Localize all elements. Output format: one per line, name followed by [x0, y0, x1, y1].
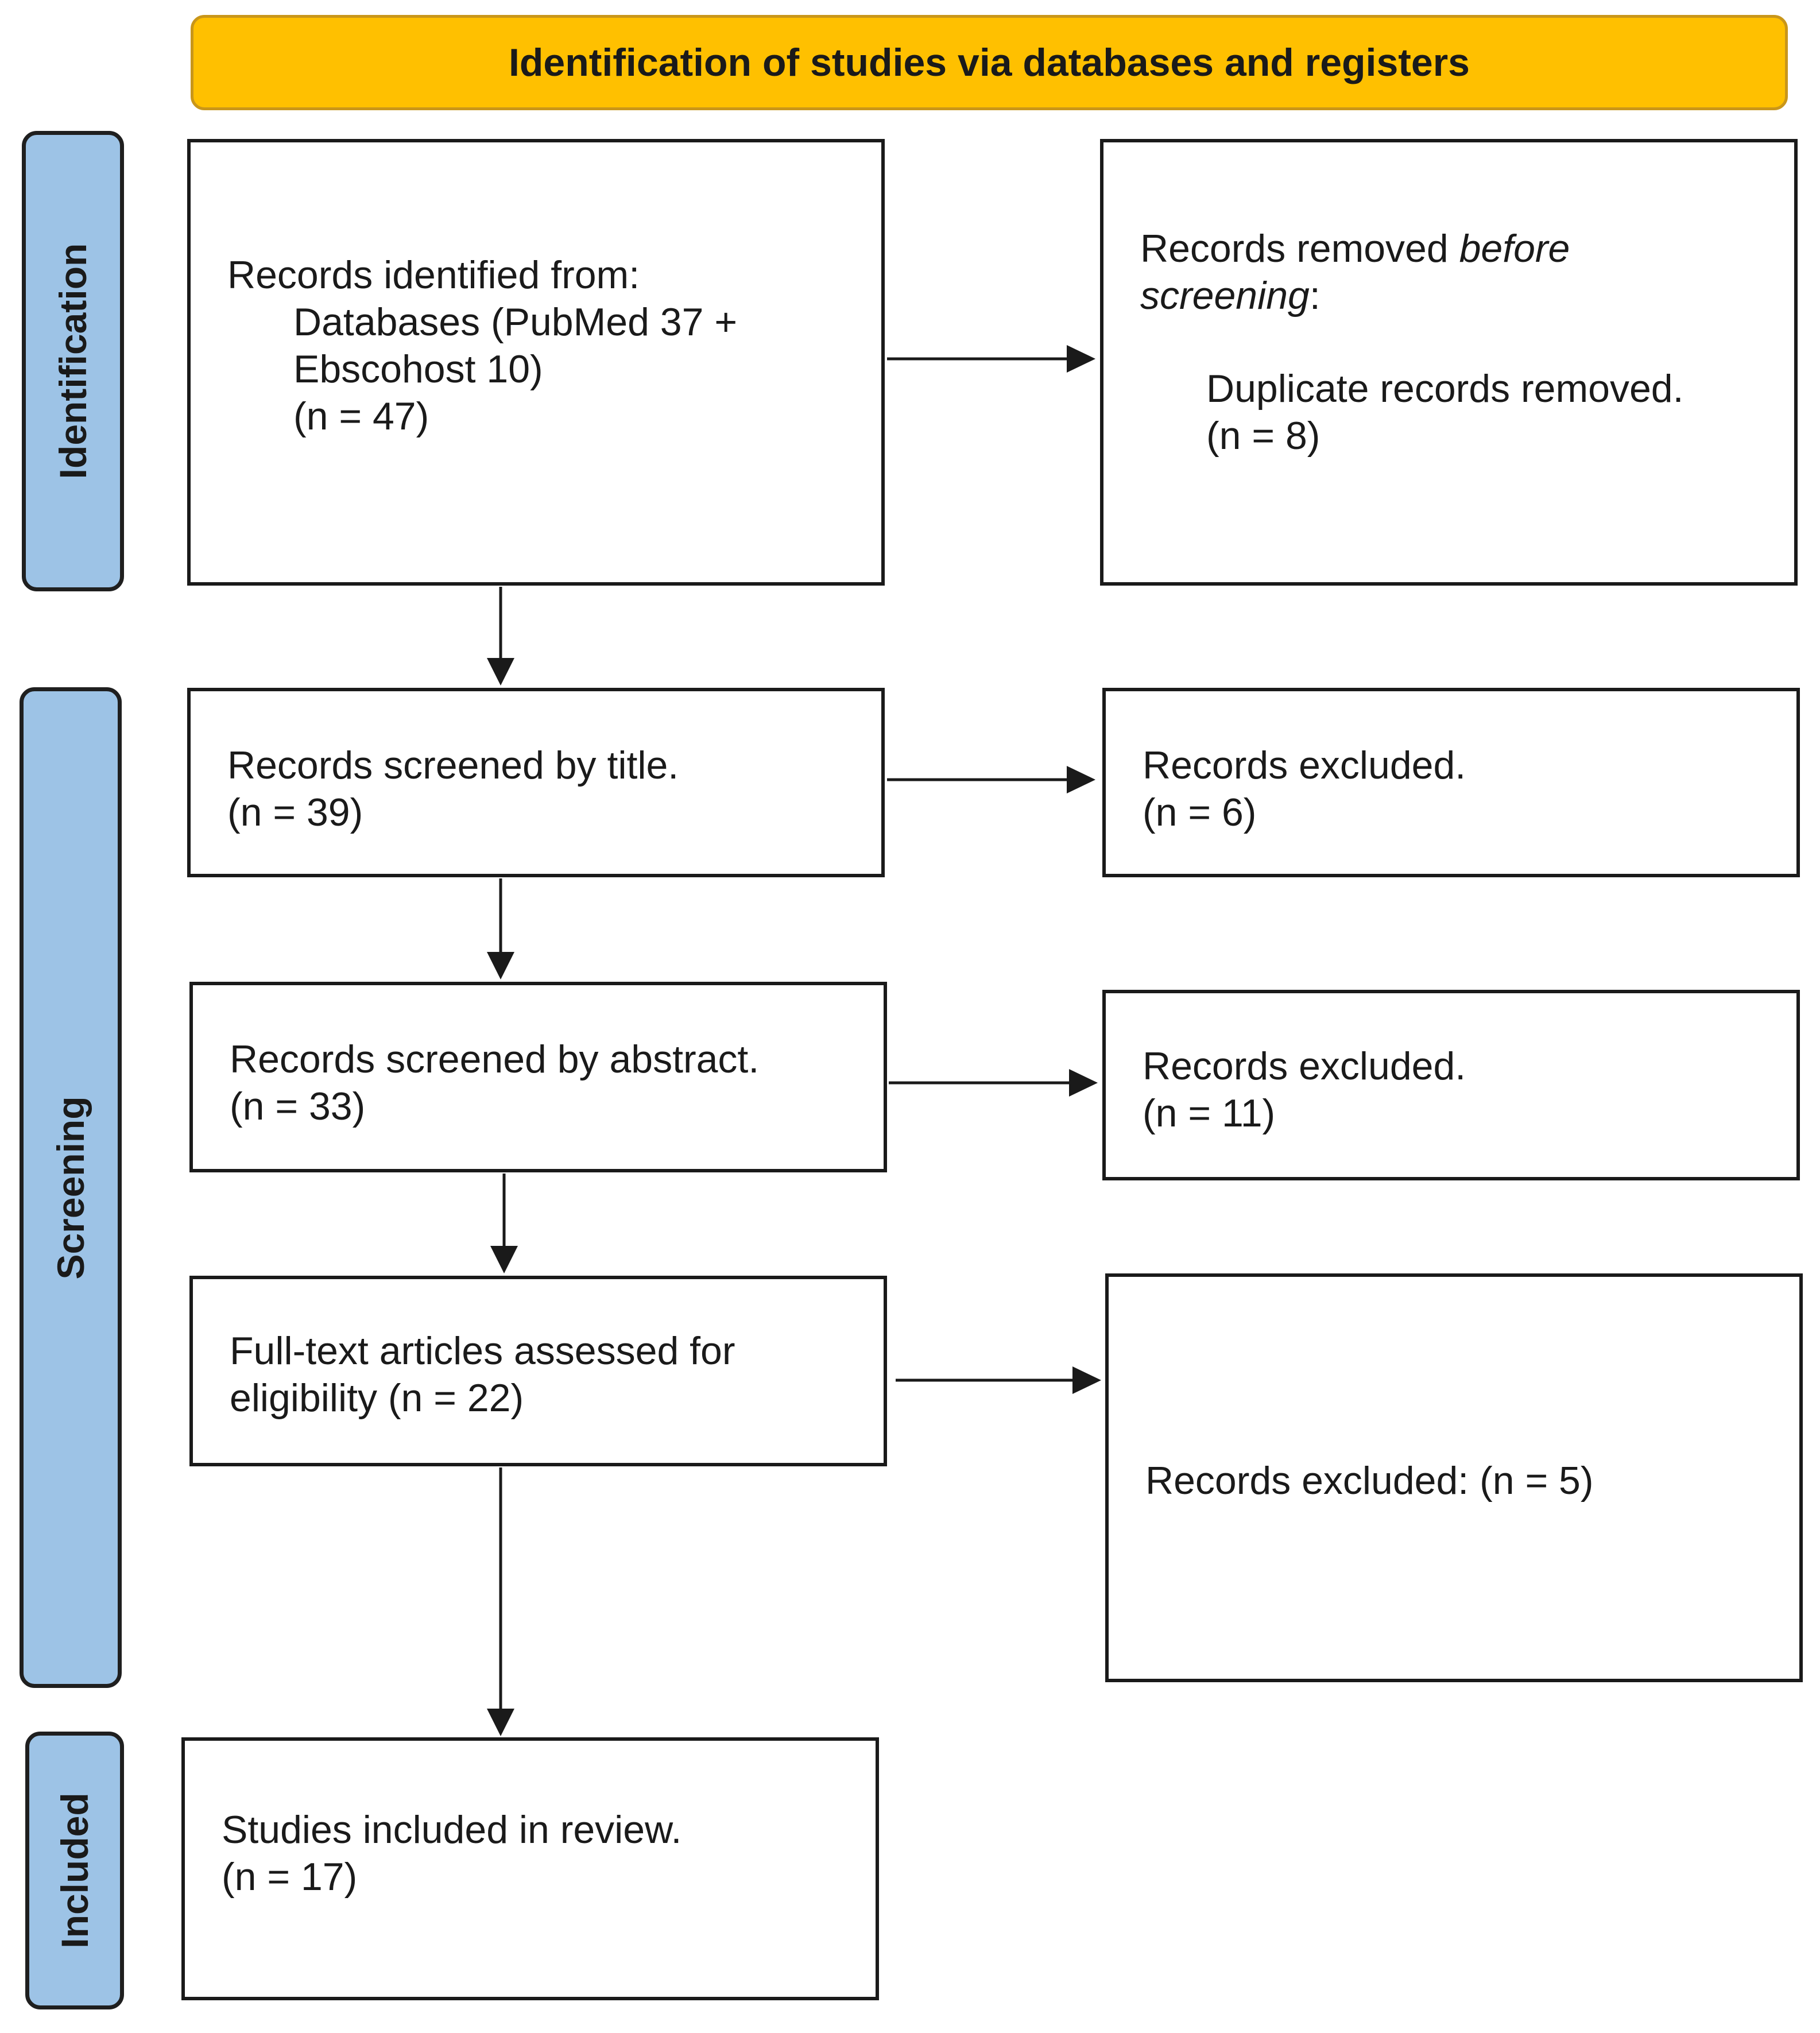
- excluded-title-label: Records excluded.: [1143, 744, 1466, 787]
- arrow-identified-to-removed-head: [1067, 345, 1095, 373]
- records-removed-count: (n = 8): [1206, 414, 1321, 458]
- records-removed-heading-2: screening:: [1140, 274, 1321, 317]
- records-identified-count: (n = 47): [293, 394, 429, 438]
- phase-screening: Screening: [20, 687, 122, 1688]
- box-screened-title: Records screened by title. (n = 39): [187, 688, 885, 877]
- screened-abstract-count: (n = 33): [230, 1085, 366, 1128]
- phase-included: Included: [25, 1732, 124, 2009]
- screened-abstract-label: Records screened by abstract.: [230, 1037, 760, 1081]
- header-title: Identification of studies via databases …: [508, 41, 1470, 84]
- box-full-text: Full-text articles assessed for eligibil…: [189, 1276, 887, 1466]
- excluded-title-count: (n = 6): [1143, 791, 1257, 834]
- excluded-abstract-label: Records excluded.: [1143, 1044, 1466, 1088]
- included-studies-label: Studies included in review.: [222, 1808, 682, 1852]
- full-text-label: Full-text articles assessed for: [230, 1329, 735, 1373]
- screened-title-label: Records screened by title.: [227, 744, 679, 787]
- arrow-abstract-to-excluded-head: [1069, 1069, 1098, 1097]
- arrow-fulltext-to-included-head: [487, 1709, 514, 1736]
- screened-title-count: (n = 39): [227, 791, 363, 834]
- records-identified-ebscohost: Ebscohost 10): [293, 347, 543, 391]
- box-excluded-title: Records excluded. (n = 6): [1102, 688, 1800, 877]
- box-records-identified: Records identified from: Databases (PubM…: [187, 139, 885, 586]
- arrow-title-to-abstract-head: [487, 952, 514, 979]
- included-studies-count: (n = 17): [222, 1855, 358, 1899]
- arrow-fulltext-to-excluded-head: [1072, 1366, 1101, 1394]
- records-identified-databases: Databases (PubMed 37 +: [293, 300, 738, 344]
- arrow-identified-to-title-head: [487, 658, 514, 686]
- arrow-title-to-excluded-head: [1067, 766, 1095, 793]
- box-excluded-full-text: Records excluded: (n = 5): [1105, 1273, 1803, 1682]
- arrow-abstract-to-fulltext-head: [490, 1246, 518, 1273]
- records-removed-duplicates: Duplicate records removed.: [1206, 367, 1684, 411]
- box-screened-abstract: Records screened by abstract. (n = 33): [189, 982, 887, 1172]
- flowchart-header: Identification of studies via databases …: [191, 15, 1788, 110]
- box-included-studies: Studies included in review. (n = 17): [181, 1737, 879, 2000]
- phase-identification: Identification: [22, 131, 124, 591]
- records-removed-heading-1: Records removed before: [1140, 227, 1570, 270]
- box-records-removed: Records removed before screening: Duplic…: [1100, 139, 1798, 586]
- box-excluded-abstract: Records excluded. (n = 11): [1102, 990, 1800, 1180]
- excluded-abstract-count: (n = 11): [1143, 1091, 1276, 1135]
- excluded-full-text-label: Records excluded: (n = 5): [1145, 1459, 1594, 1503]
- records-identified-heading: Records identified from:: [227, 253, 640, 297]
- full-text-count: eligibility (n = 22): [230, 1376, 524, 1420]
